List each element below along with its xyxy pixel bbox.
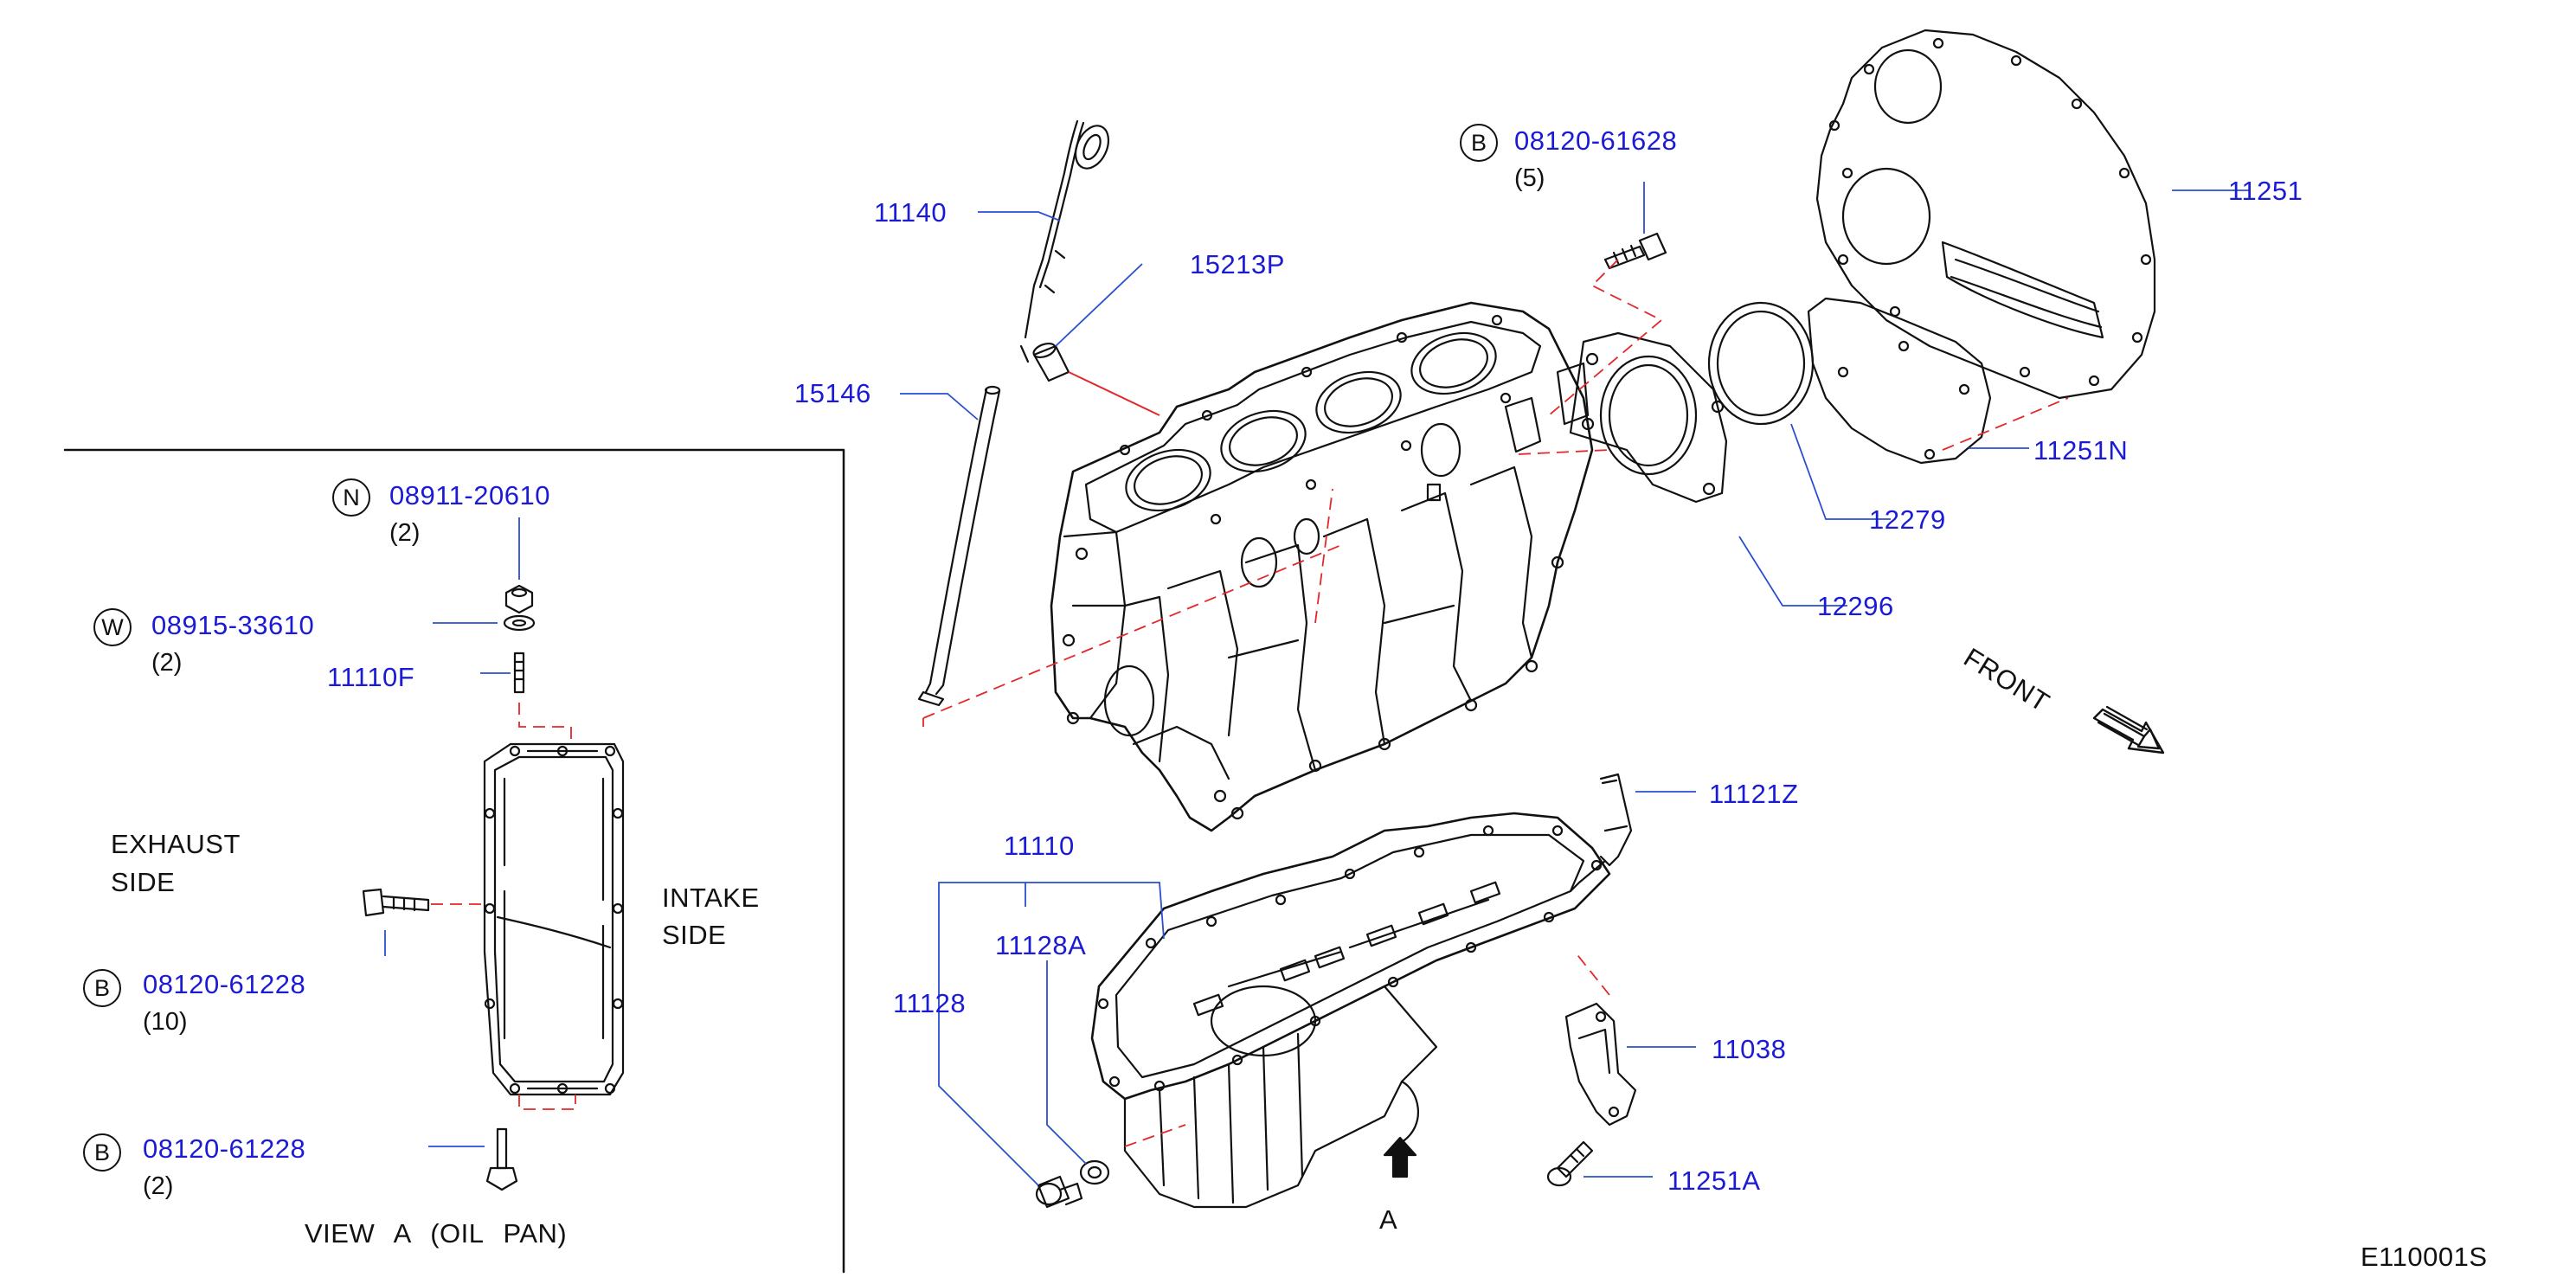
qty-08911-20610: (2) — [389, 519, 421, 547]
label-08911-20610: 08911-20610 — [389, 480, 550, 510]
label-08120-61628: 08120-61628 — [1514, 125, 1678, 156]
label-11121z: 11121Z — [1709, 779, 1799, 809]
inset-nut — [504, 584, 534, 614]
front-arrow — [2092, 705, 2165, 754]
leader-lines — [384, 182, 2250, 1186]
marker-w: W — [93, 608, 132, 646]
label-08120-61228-b: 08120-61228 — [143, 1133, 306, 1164]
oil-dipstick — [1019, 119, 1110, 363]
label-08120-61228-a: 08120-61228 — [143, 969, 306, 999]
alignment-lines — [431, 259, 2069, 1147]
view-a-arrow — [1383, 1136, 1417, 1178]
drain-washer — [1079, 1159, 1110, 1185]
label-11128: 11128 — [893, 988, 967, 1018]
inset-frame — [63, 448, 845, 1274]
intake-side-line2: SIDE — [662, 920, 727, 950]
label-12296: 12296 — [1817, 591, 1894, 621]
bracket-bolt — [1546, 1140, 1594, 1187]
inset-oil-pan — [483, 742, 625, 1096]
rear-plate-gasket — [1807, 297, 1992, 465]
figure-code: E110001S — [2361, 1242, 2488, 1272]
label-11110: 11110 — [1004, 831, 1075, 861]
rear-oil-seal-retainer — [1569, 331, 1728, 504]
rear-plate — [1815, 29, 2156, 400]
inset-stud — [513, 652, 525, 694]
label-11128a: 11128A — [995, 930, 1087, 960]
qty-08120-61228-b: (2) — [143, 1172, 174, 1200]
label-11251: 11251 — [2228, 176, 2303, 206]
marker-b-3: B — [83, 1133, 121, 1172]
label-11251a: 11251A — [1667, 1165, 1761, 1196]
inset-washer — [503, 614, 536, 632]
rear-oil-seal — [1707, 301, 1815, 426]
qty-08915-33610: (2) — [151, 649, 183, 677]
label-15146: 15146 — [794, 378, 871, 408]
dipstick-guide — [917, 385, 1001, 707]
label-08915-33610: 08915-33610 — [151, 610, 315, 640]
label-11140: 11140 — [874, 197, 948, 228]
label-11110f: 11110F — [327, 662, 415, 692]
inset-bolt-side — [362, 888, 430, 917]
label-12279: 12279 — [1869, 504, 1946, 535]
exhaust-side-line2: SIDE — [111, 867, 176, 897]
label-11251n: 11251N — [2033, 435, 2129, 465]
oil-level-sensor — [1569, 773, 1633, 893]
cylinder-block — [1050, 301, 1594, 832]
label-11038: 11038 — [1712, 1034, 1787, 1064]
marker-b: B — [1460, 124, 1498, 162]
view-a-label: A — [1379, 1204, 1398, 1235]
view-a-title: VIEW A (OIL PAN) — [305, 1218, 568, 1249]
qty-08120-61228-a: (10) — [143, 1008, 188, 1036]
guide-grommet — [1032, 342, 1070, 382]
qty-08120-61628: (5) — [1514, 164, 1545, 192]
label-15213p: 15213P — [1190, 249, 1285, 279]
oil-pan — [1090, 812, 1611, 1209]
exhaust-side-line1: EXHAUST — [111, 829, 241, 859]
solid-red-line — [1068, 371, 1160, 416]
drain-plug — [1035, 1175, 1083, 1209]
intake-side-line1: INTAKE — [662, 883, 760, 913]
rear-plate-bracket — [1564, 1002, 1637, 1127]
marker-n: N — [332, 478, 370, 517]
inset-bolt-bottom — [485, 1127, 518, 1191]
marker-b-2: B — [83, 969, 121, 1007]
